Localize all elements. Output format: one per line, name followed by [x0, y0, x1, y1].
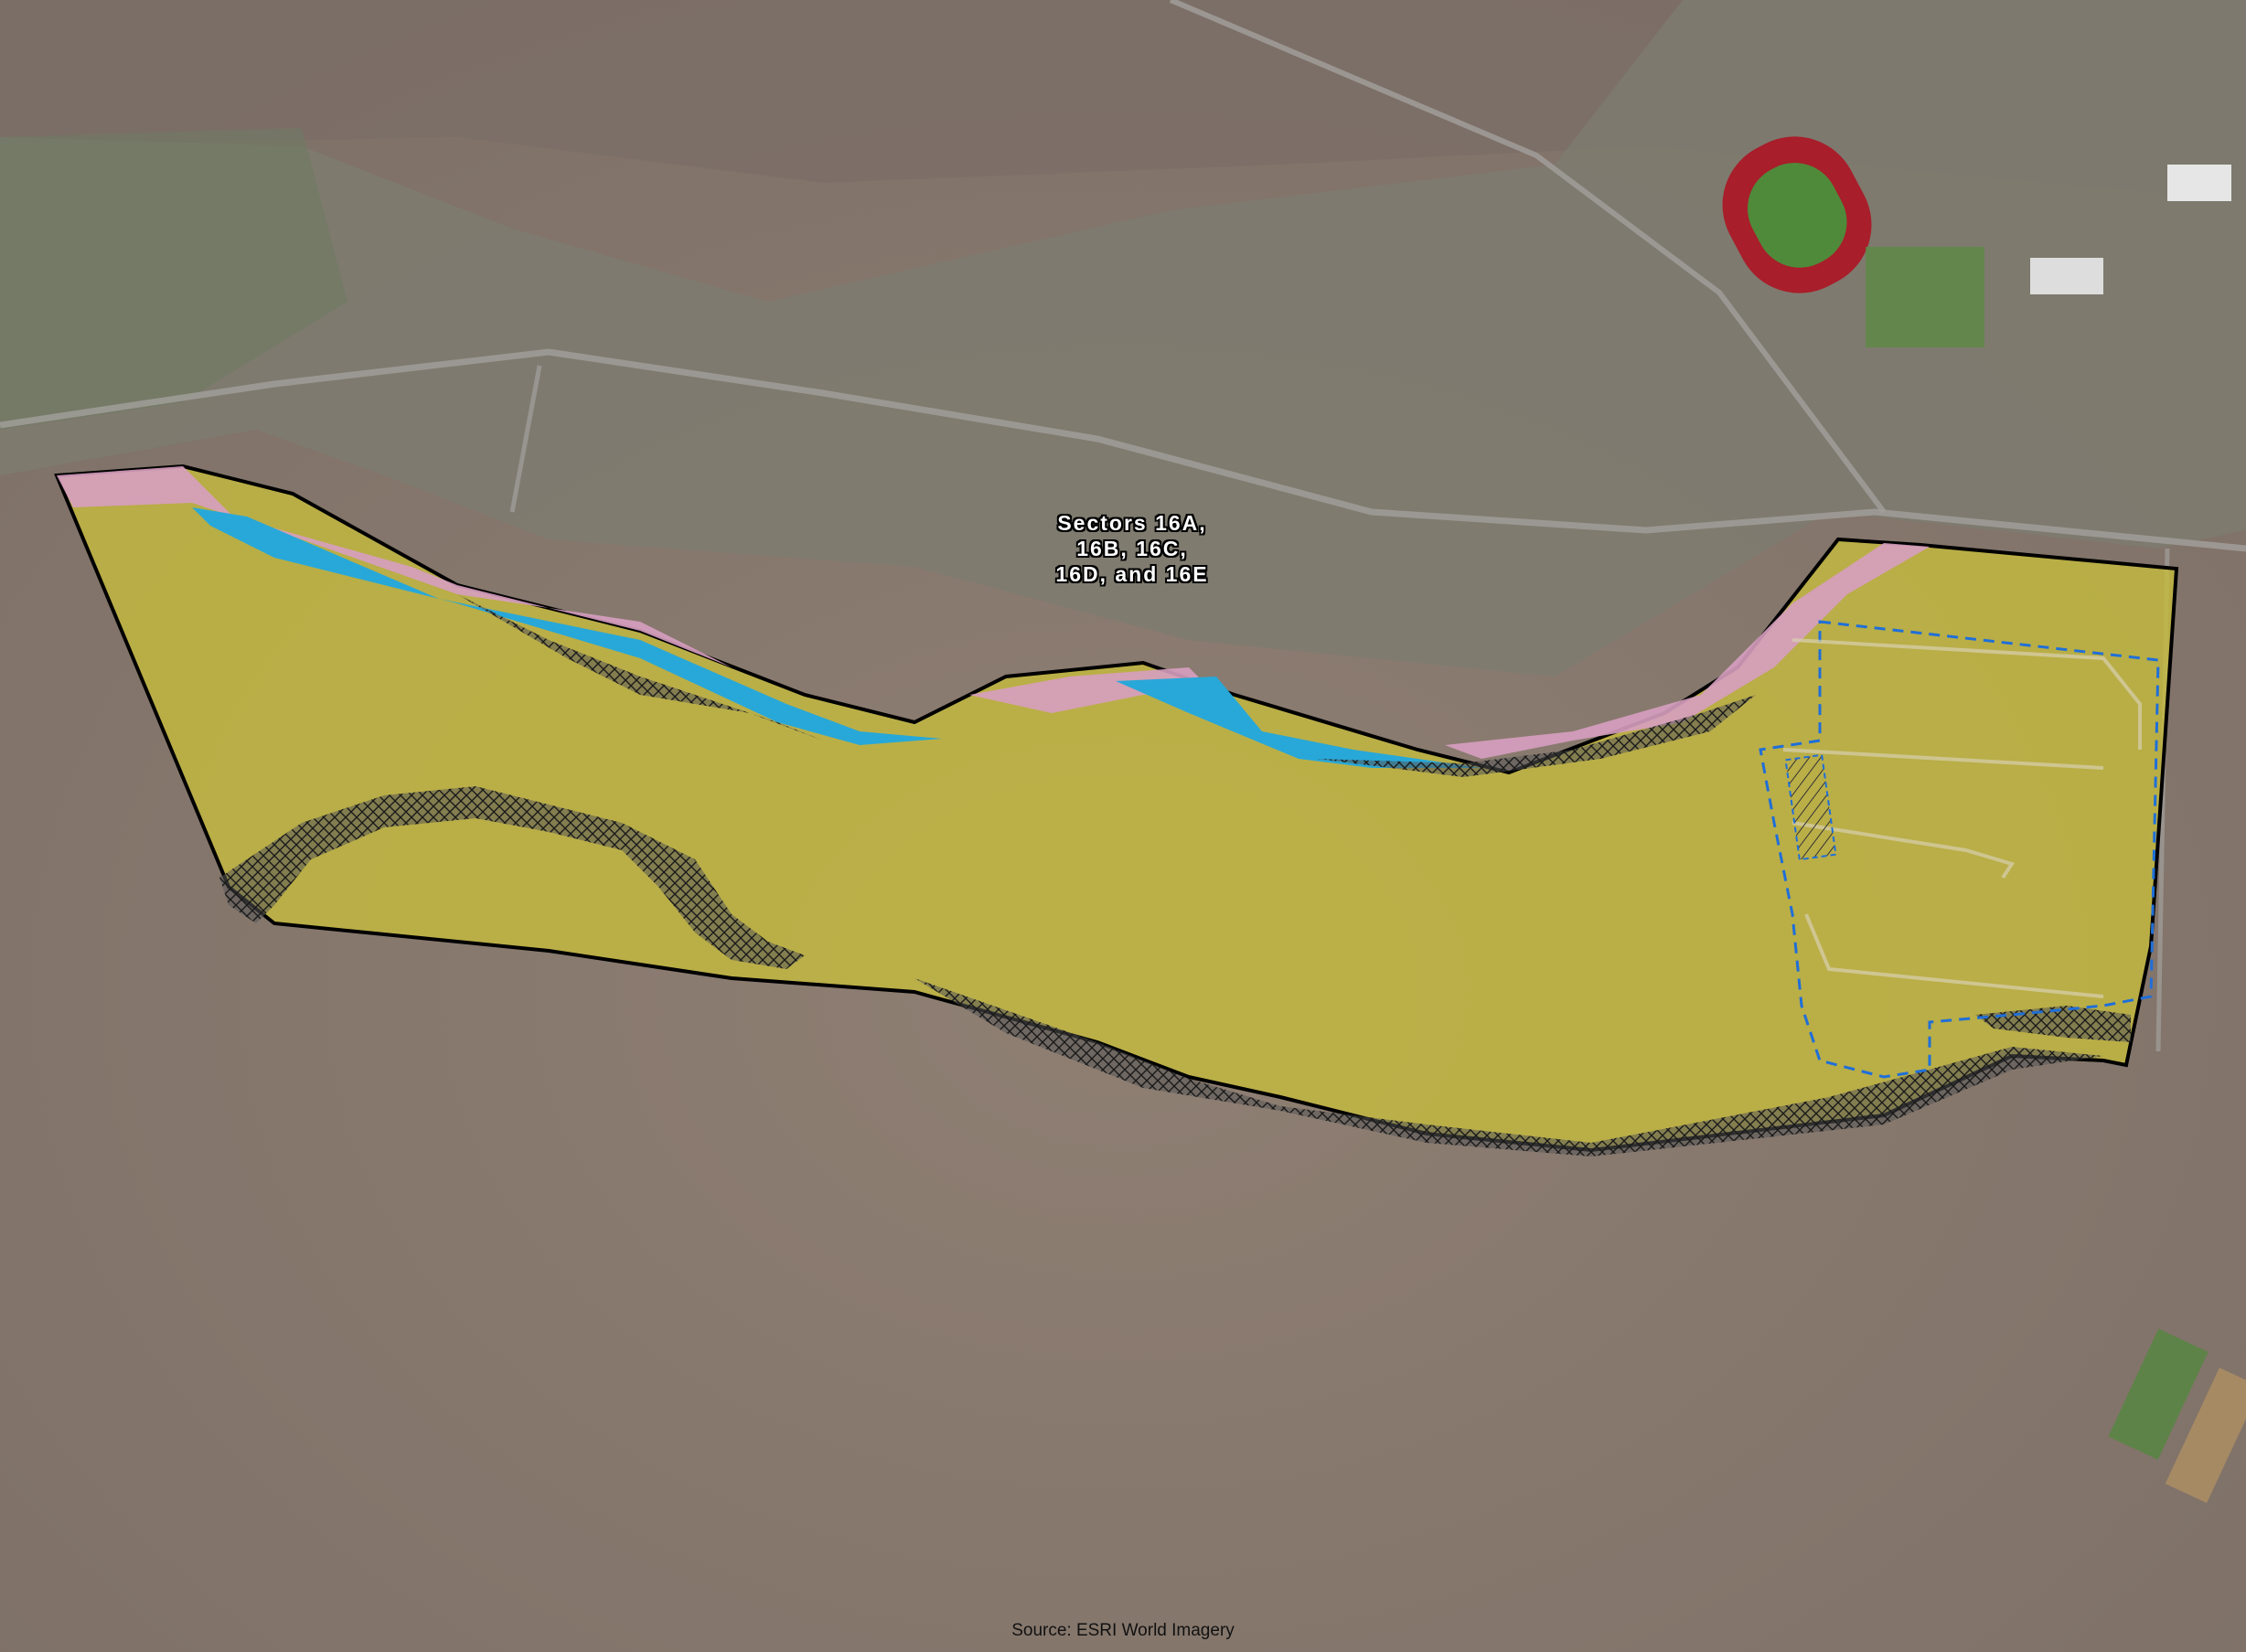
baseball-field — [1866, 247, 1984, 347]
pink-zone-west — [57, 466, 732, 667]
hatched-zone-ridge — [1317, 695, 1756, 777]
blue-zone-west — [192, 507, 942, 745]
hatched-zone-inner — [219, 786, 805, 969]
side-road — [509, 365, 542, 513]
blue-zone-east — [1116, 677, 1481, 768]
main-road — [0, 348, 2246, 552]
town-area — [0, 0, 2246, 677]
town-west — [0, 128, 348, 430]
subdivision-boundary-dashed[interactable] — [1759, 620, 2160, 1079]
subdivision-streets — [1782, 638, 2142, 998]
hatched-zone-north — [457, 594, 823, 741]
hatched-zone-south — [914, 978, 2103, 1156]
sector-label: Sectors 16A, 16B, 16C, 16D, and 16E — [1055, 511, 1209, 586]
hatched-lot — [1784, 753, 1837, 861]
highway-road — [1169, 0, 1887, 514]
track-infield — [1748, 163, 1847, 268]
source-credit: Source: ESRI World Imagery — [1011, 1621, 1235, 1640]
farm-field — [2108, 1328, 2209, 1460]
pink-zone-mid — [969, 667, 1216, 713]
pink-zone-east — [1445, 543, 1930, 759]
school-building — [2030, 258, 2103, 294]
farm-field — [2165, 1367, 2246, 1504]
school-building — [2167, 165, 2231, 201]
